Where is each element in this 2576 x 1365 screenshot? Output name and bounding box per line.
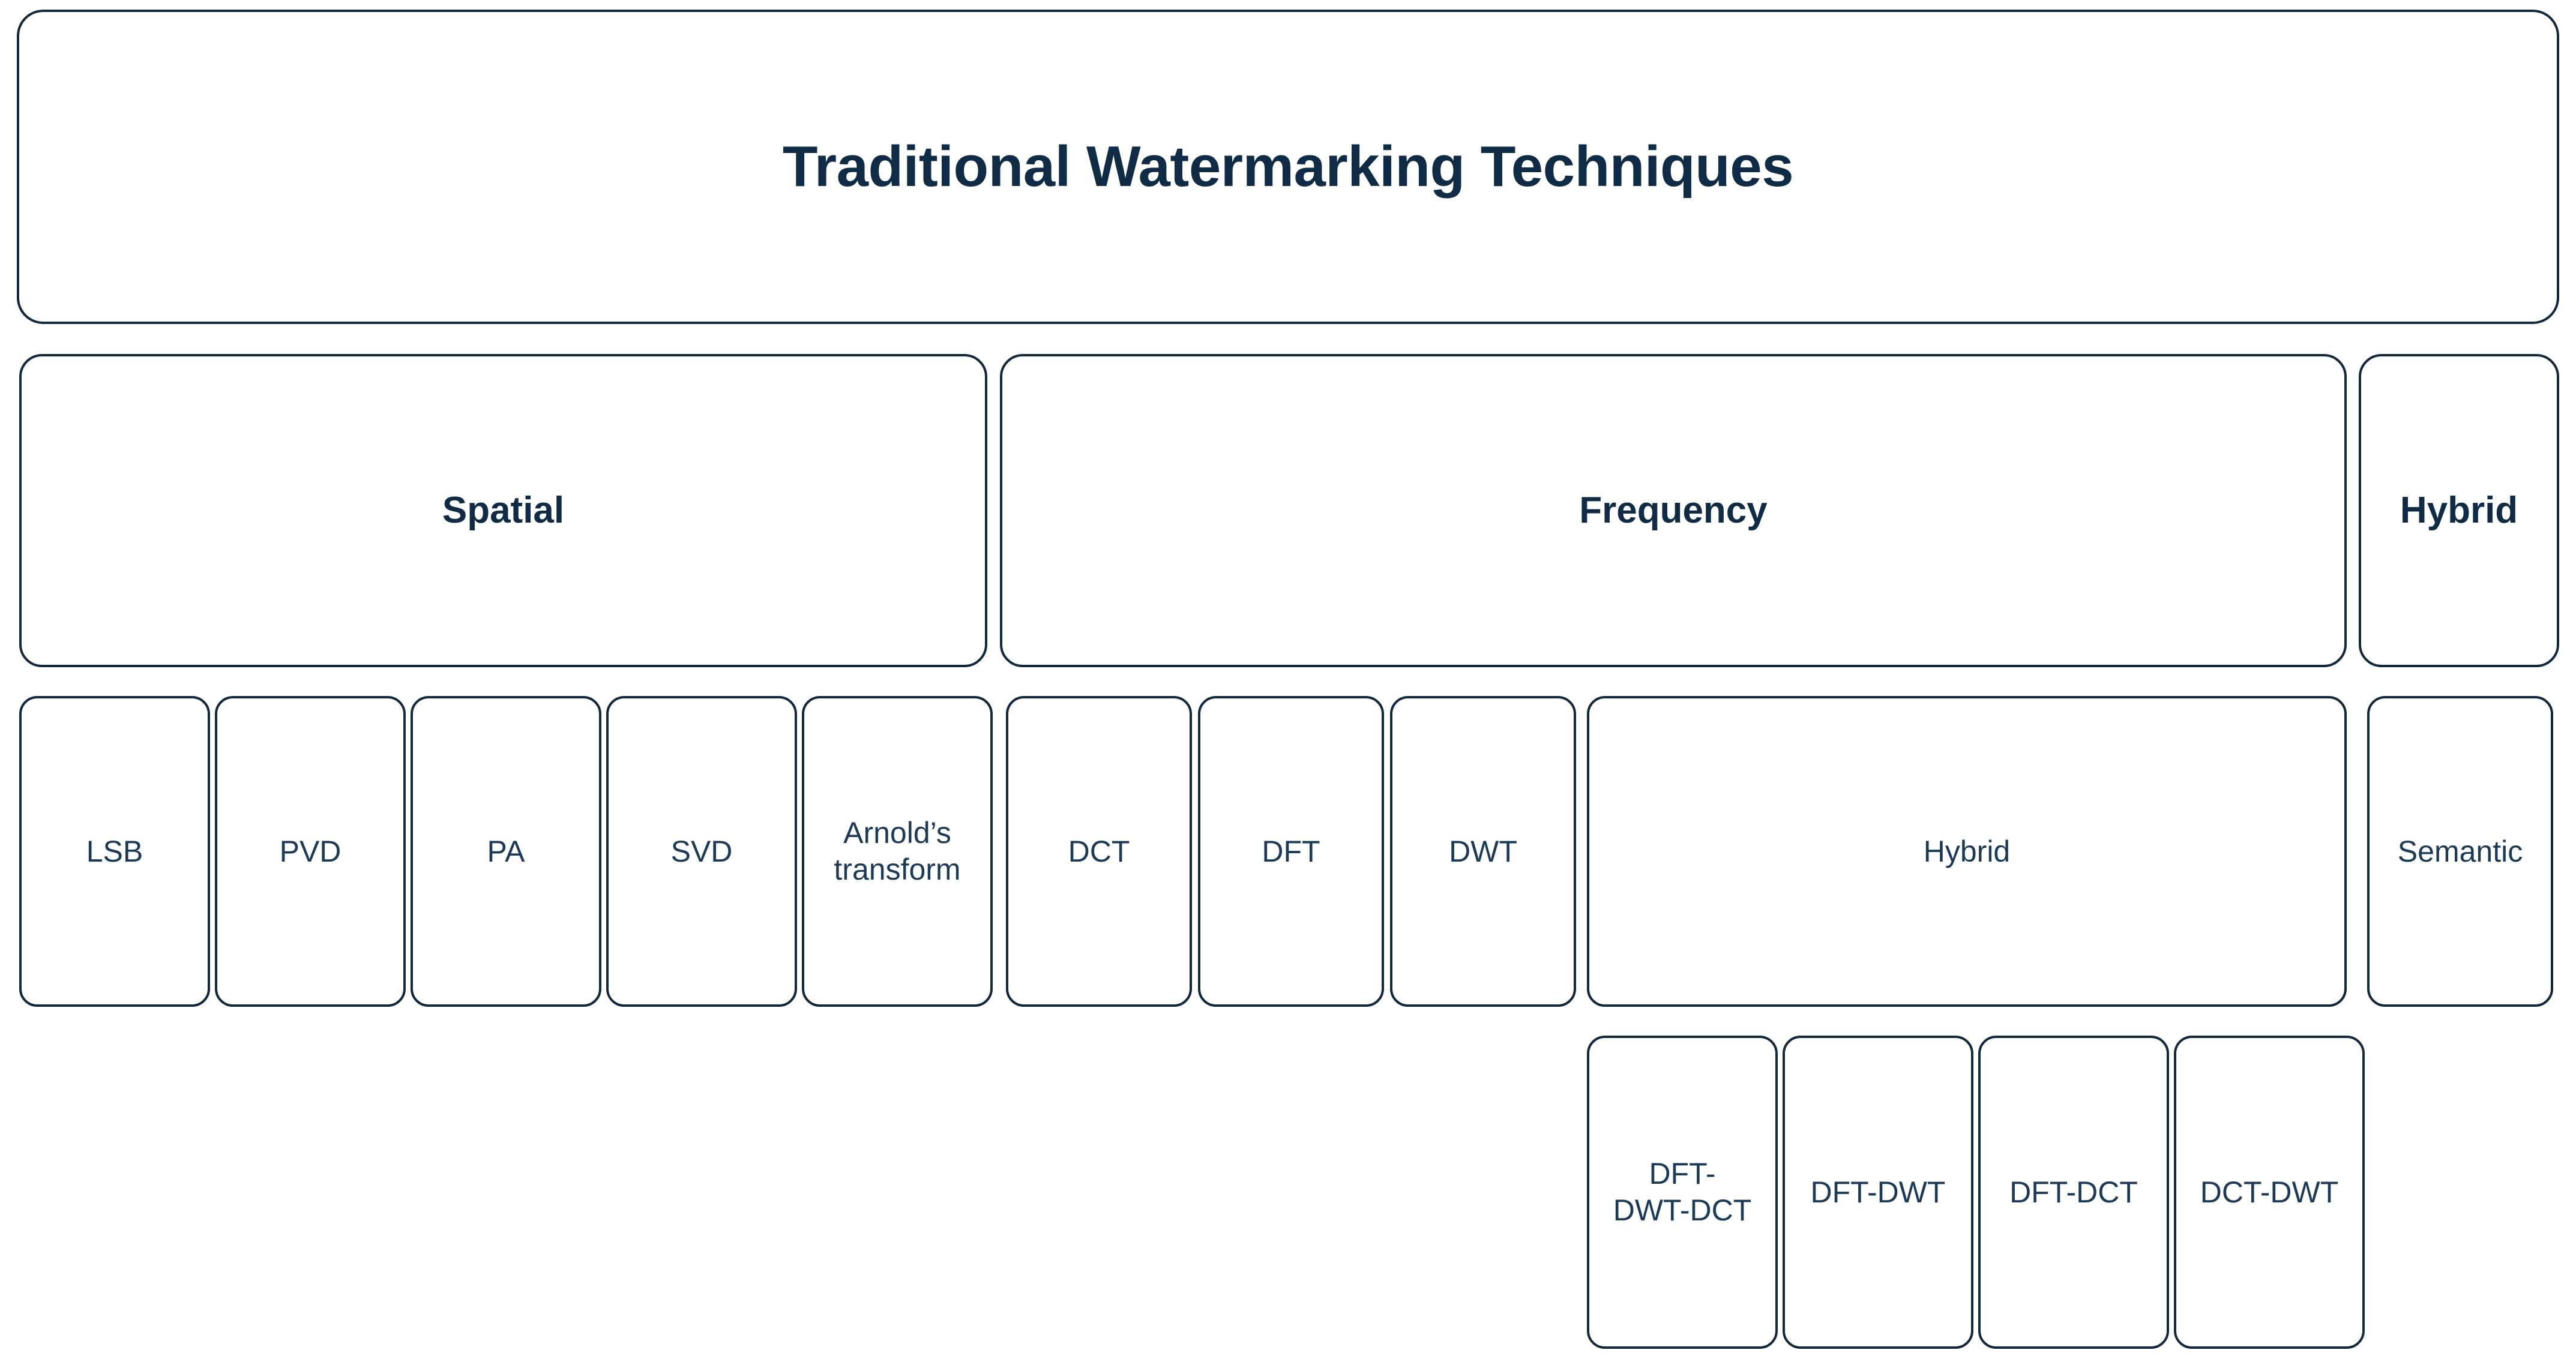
leaf-node-pa: PA (411, 696, 601, 1007)
category-node-hybrid-label: Hybrid (2400, 490, 2518, 532)
leaf-node-lsb: LSB (19, 696, 210, 1007)
leaf-node-dct: DCT (1006, 696, 1192, 1007)
leaf-node-frequency-hybrid-label: Hybrid (1923, 834, 2011, 868)
leaf-node-arnolds-transform-label: Arnold’s transform (834, 816, 961, 886)
leaf-node-svd: SVD (606, 696, 797, 1007)
leaf-node-lsb-label: LSB (86, 834, 143, 868)
leaf-node-dct-dwt-label: DCT-DWT (2200, 1175, 2339, 1209)
leaf-node-semantic: Semantic (2367, 696, 2553, 1007)
category-node-spatial-label: Spatial (442, 490, 565, 532)
leaf-node-pvd-label: PVD (279, 834, 342, 868)
leaf-node-dft-dwt: DFT-DWT (1783, 1036, 1973, 1349)
leaf-node-dft-dwt-dct: DFT- DWT-DCT (1587, 1036, 1778, 1349)
leaf-node-pvd: PVD (215, 696, 406, 1007)
leaf-node-dft-dwt-dct-label: DFT- DWT-DCT (1613, 1157, 1752, 1227)
leaf-node-dft-dwt-label: DFT-DWT (1810, 1175, 1946, 1209)
category-node-frequency-label: Frequency (1579, 490, 1768, 532)
leaf-node-dft-label: DFT (1262, 834, 1320, 868)
leaf-node-dct-dwt: DCT-DWT (2174, 1036, 2365, 1349)
leaf-node-pa-label: PA (487, 834, 525, 868)
root-node-traditional-watermarking-techniques: Traditional Watermarking Techniques (17, 10, 2559, 324)
leaf-node-dwt: DWT (1390, 696, 1576, 1007)
leaf-node-dct-label: DCT (1068, 834, 1130, 868)
leaf-node-dft: DFT (1198, 696, 1384, 1007)
category-node-hybrid: Hybrid (2359, 354, 2559, 667)
leaf-node-dwt-label: DWT (1449, 834, 1517, 868)
leaf-node-dft-dct-label: DFT-DCT (2009, 1175, 2138, 1209)
leaf-node-dft-dct: DFT-DCT (1978, 1036, 2169, 1349)
leaf-node-arnolds-transform: Arnold’s transform (802, 696, 993, 1007)
root-node-label: Traditional Watermarking Techniques (782, 134, 1794, 199)
category-node-frequency: Frequency (1000, 354, 2347, 667)
category-node-spatial: Spatial (19, 354, 987, 667)
leaf-node-frequency-hybrid: Hybrid (1587, 696, 2347, 1007)
leaf-node-semantic-label: Semantic (2397, 834, 2523, 868)
leaf-node-svd-label: SVD (670, 834, 733, 868)
